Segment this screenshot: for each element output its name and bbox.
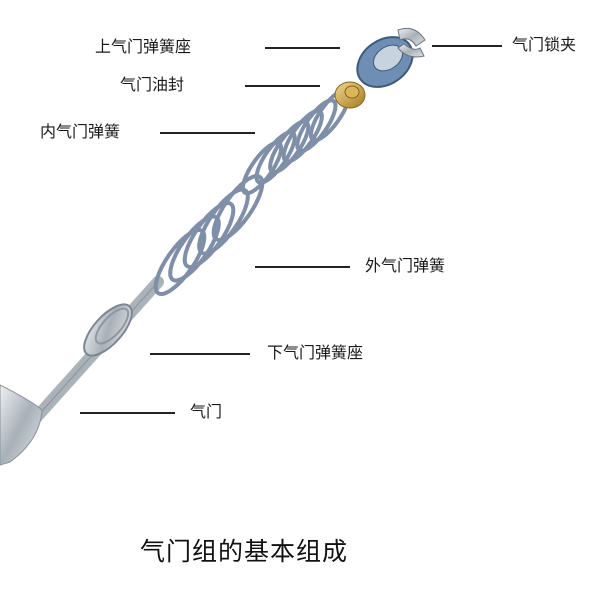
- label-inner-valve-spring: 内气门弹簧: [40, 122, 121, 141]
- outer-spring-part: [153, 173, 265, 297]
- diagram-caption: 气门组的基本组成: [140, 537, 349, 566]
- label-valve-oil-seal: 气门油封: [120, 75, 185, 94]
- label-lower-spring-seat: 下气门弹簧座: [267, 343, 364, 362]
- spring-coil: [211, 173, 265, 243]
- leader-line: [245, 85, 320, 87]
- lower-spring-seat-part: [83, 303, 133, 357]
- label-valve-keepers: 气门锁夹: [512, 35, 577, 54]
- valve-oil-seal-part: [334, 81, 366, 109]
- leader-line: [150, 353, 250, 355]
- leader-line: [265, 47, 340, 49]
- valve-keepers-part: [397, 27, 426, 58]
- inner-spring-part: [240, 87, 352, 196]
- valve-head: [0, 384, 43, 466]
- leader-line: [160, 132, 255, 134]
- label-outer-valve-spring: 外气门弹簧: [365, 256, 446, 275]
- label-valve: 气门: [190, 402, 223, 421]
- leader-line: [255, 266, 350, 268]
- spring-coil: [182, 200, 236, 270]
- label-upper-spring-seat: 上气门弹簧座: [95, 37, 192, 56]
- leader-line: [80, 412, 175, 414]
- leader-line: [432, 45, 502, 47]
- spring-coil: [295, 98, 338, 153]
